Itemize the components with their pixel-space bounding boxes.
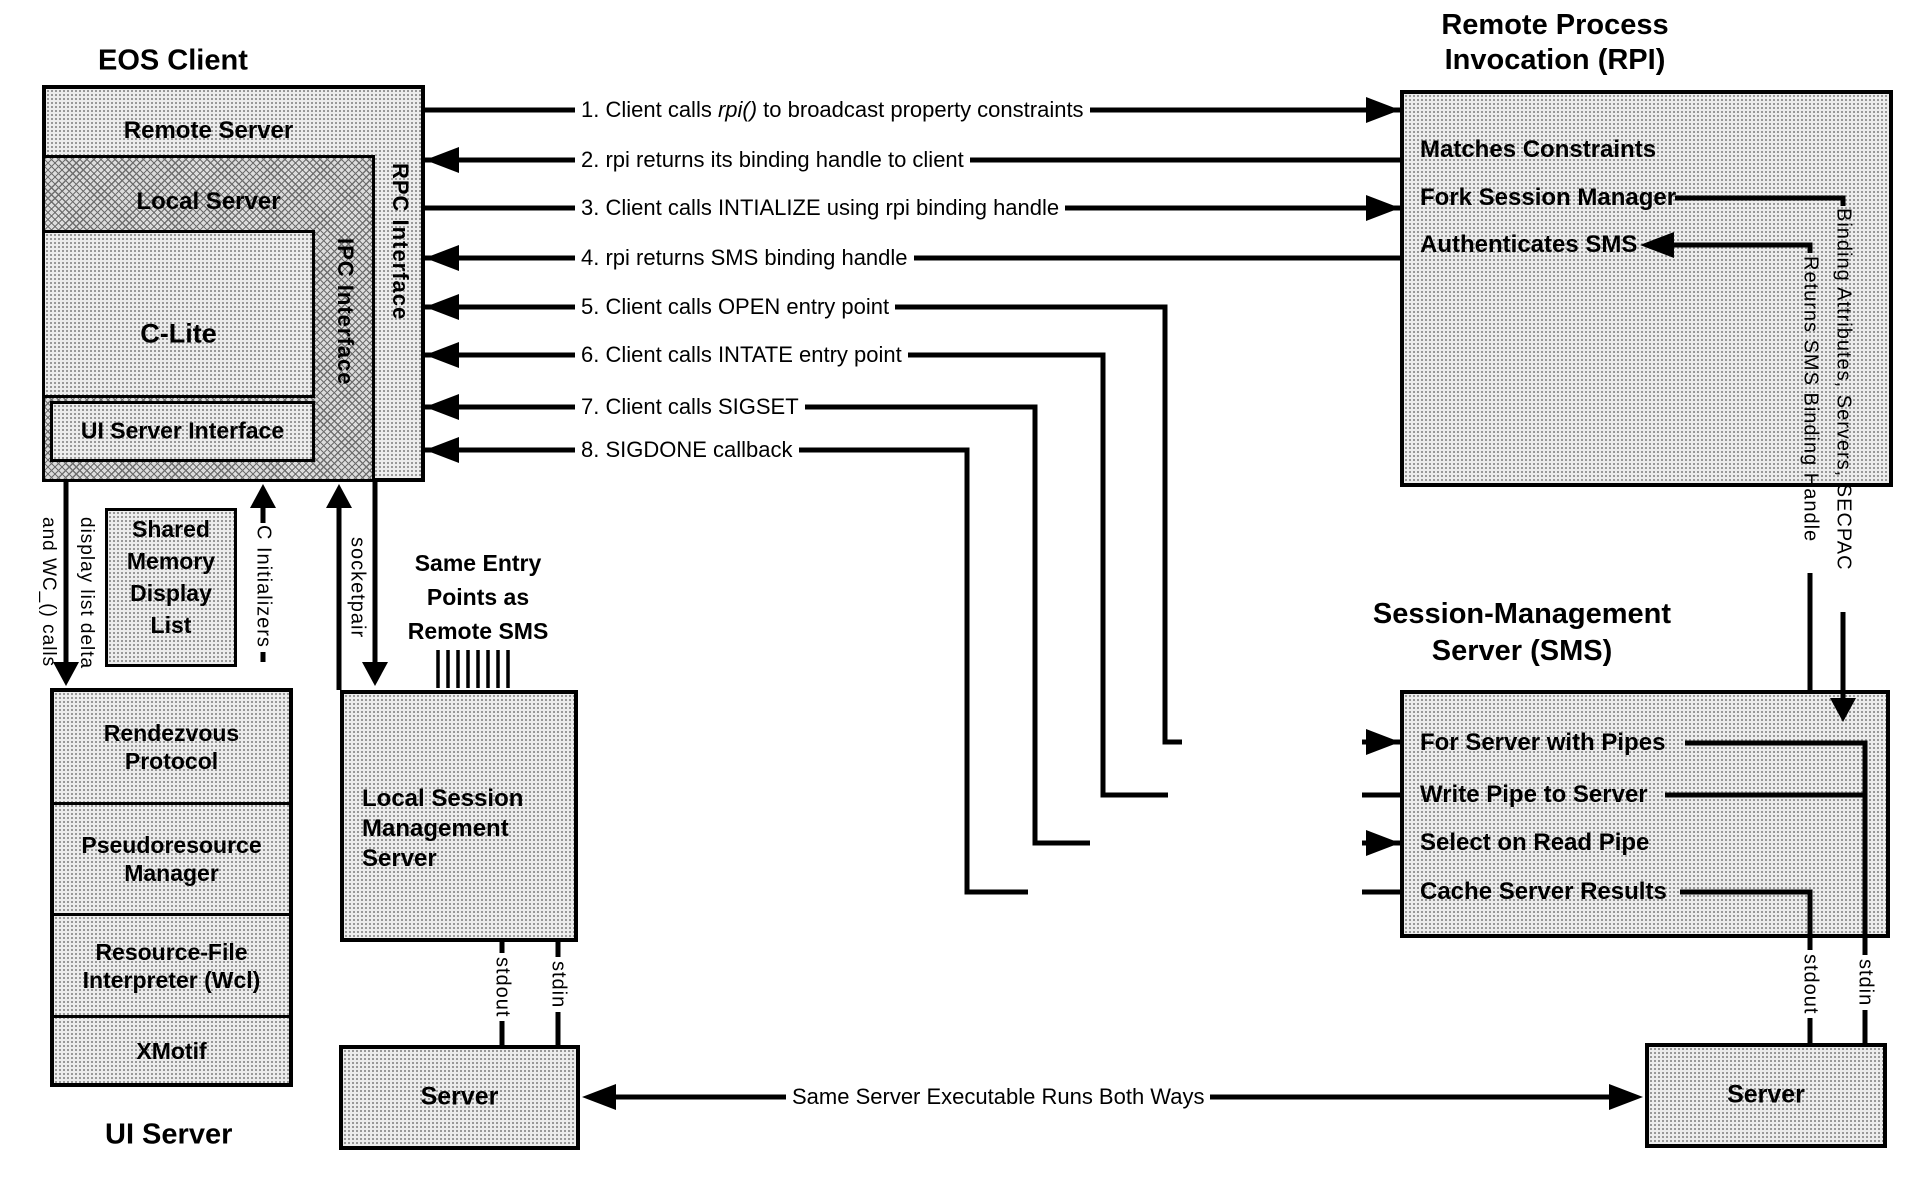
server-left-label: Server xyxy=(420,1082,499,1111)
eos-ui-interface-box xyxy=(50,401,315,462)
stdout-left-label: stdout xyxy=(490,953,514,1022)
eos-client-title: EOS Client xyxy=(98,44,248,77)
flow-label-4: 4. rpi returns SMS binding handle xyxy=(575,243,914,273)
sms-item-select-read: Select on Read Pipe xyxy=(1420,829,1650,856)
flow-line-5 xyxy=(425,304,1400,745)
local-server-label: Local Server xyxy=(136,188,281,215)
c-lite-label: C-Lite xyxy=(140,318,217,349)
binding-attrs-label: Binding Attributes, Servers, SECPAC xyxy=(1832,208,1855,571)
remote-server-label: Remote Server xyxy=(123,117,294,144)
ui-server-title: UI Server xyxy=(105,1118,233,1151)
flow-label-2: 2. rpi returns its binding handle to cli… xyxy=(575,145,970,175)
arrowhead-up xyxy=(326,484,352,508)
arrowhead-left xyxy=(582,1084,616,1110)
server-right-box xyxy=(1645,1043,1887,1148)
flow-label-1-italic: rpi() xyxy=(717,97,758,122)
bottom-caption: Same Server Executable Runs Both Ways xyxy=(786,1082,1211,1112)
sms-title-line2: Server (SMS) xyxy=(1431,635,1613,667)
ui-server-box: Rendezvous Protocol Pseudoresource Manag… xyxy=(50,688,293,1087)
arrowhead-left xyxy=(425,147,459,173)
ui-server-item: Rendezvous Protocol xyxy=(103,720,240,774)
ui-server-item: Resource-File Interpreter (Wcl) xyxy=(54,913,289,1015)
rpi-item-fork: Fork Session Manager xyxy=(1420,184,1677,211)
same-entry-caption: Same Entry Points as Remote SMS xyxy=(388,546,568,648)
arrowhead-left xyxy=(425,394,459,420)
same-entry-line: Remote SMS xyxy=(407,618,549,644)
server-left-box xyxy=(339,1045,580,1150)
arrowhead-left xyxy=(425,342,459,368)
same-entry-line: Points as xyxy=(426,584,530,610)
sms-item-fork-server: For Server with Pipes xyxy=(1420,729,1666,756)
ui-server-item: XMotif xyxy=(54,1015,289,1083)
arrowhead-down xyxy=(362,662,388,686)
arrowhead-right xyxy=(1366,97,1400,123)
flow-label-6: 6. Client calls INTATE entry point xyxy=(575,340,908,370)
ui-server-interface-label: UI Server Interface xyxy=(80,417,285,444)
local-sms-label: Local Session Management Server xyxy=(362,784,523,874)
flow-label-7: 7. Client calls SIGSET xyxy=(575,392,805,422)
rpi-title-line1: Remote Process xyxy=(1441,9,1669,41)
same-entry-line: Same Entry xyxy=(414,550,542,576)
sms-item-cache-results: Cache Server Results xyxy=(1420,878,1667,905)
flow-label-1-suffix: to broadcast property constraints xyxy=(757,97,1084,122)
stdout-right-label: stdout xyxy=(1798,950,1822,1019)
arrowhead-up xyxy=(250,484,276,508)
wc-calls-label: and WC_() calls xyxy=(38,517,59,668)
flow-label-1: 1. Client calls rpi() to broadcast prope… xyxy=(575,95,1090,125)
rpi-item-matches: Matches Constraints xyxy=(1420,136,1657,163)
shared-memory-line: Memory xyxy=(126,548,216,574)
rpi-item-authenticates: Authenticates SMS xyxy=(1420,231,1638,258)
sms-item-write-pipe: Write Pipe to Server xyxy=(1420,781,1648,808)
shared-memory-line: Shared xyxy=(132,516,210,542)
returns-handle-label: Returns SMS Binding Handle xyxy=(1799,256,1822,543)
server-right-label: Server xyxy=(1727,1080,1805,1109)
shared-memory-line: Display xyxy=(130,580,212,606)
shared-memory-label: Shared Memory Display List xyxy=(105,513,237,641)
sms-title: Session-Management Server (SMS) xyxy=(1322,596,1722,670)
stdin-right-label: stdin xyxy=(1853,955,1877,1011)
flow-label-3: 3. Client calls INTIALIZE using rpi bind… xyxy=(575,193,1066,223)
rpc-interface-label: RPC Interface xyxy=(388,163,413,321)
stdin-left-label: stdin xyxy=(546,957,570,1013)
local-sms-line: Local Session xyxy=(362,785,524,812)
ui-server-item: Pseudoresource Manager xyxy=(54,802,289,913)
flow-label-8: 8. SIGDONE callback xyxy=(575,435,799,465)
local-sms-line: Management xyxy=(362,815,509,842)
arrowhead-right xyxy=(1366,830,1400,856)
c-initializers-label: C Initializers xyxy=(252,525,275,648)
arrowhead-right xyxy=(1366,195,1400,221)
arrowhead-left xyxy=(425,245,459,271)
arrowhead-left xyxy=(425,294,459,320)
socketpair-label: socketpair xyxy=(346,537,369,639)
rpi-title-line2: Invocation (RPI) xyxy=(1444,44,1666,76)
display-list-delta-label: display list delta xyxy=(76,517,97,670)
shared-memory-box xyxy=(105,508,237,667)
arrowhead-right xyxy=(1366,729,1400,755)
arrowhead-right xyxy=(1609,1084,1643,1110)
entry-point-hatches xyxy=(436,650,510,688)
local-sms-line: Server xyxy=(362,845,437,872)
flow-label-1-prefix: 1. Client calls xyxy=(581,97,718,122)
flow-label-5: 5. Client calls OPEN entry point xyxy=(575,292,896,322)
sms-title-line1: Session-Management xyxy=(1372,598,1672,630)
shared-memory-line: List xyxy=(150,612,192,638)
arrowhead-left xyxy=(425,437,459,463)
rpi-title: Remote Process Invocation (RPI) xyxy=(1340,8,1770,78)
eos-clite-box xyxy=(42,230,315,398)
ipc-interface-label: IPC Interface xyxy=(333,238,358,386)
